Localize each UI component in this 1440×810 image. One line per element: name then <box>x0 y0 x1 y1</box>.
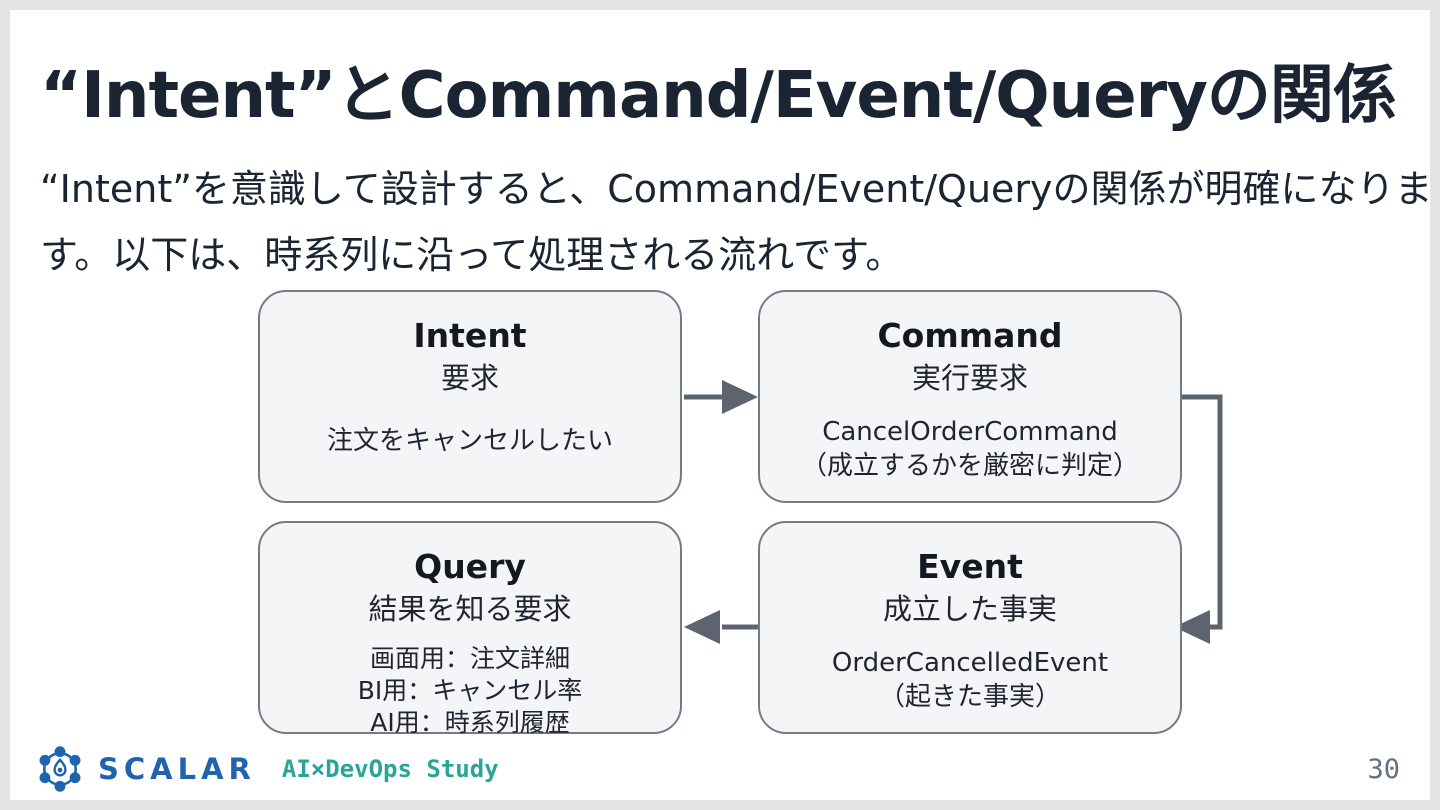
diagram-box-query: Query 結果を知る要求 画面用：注文詳細 BI用：キャンセル率 AI用：時系… <box>258 521 682 737</box>
box-command-detail: CancelOrderCommand （成立するかを厳密に判定） <box>800 417 1139 481</box>
diagram-box-command: Command 実行要求 CancelOrderCommand （成立するかを厳… <box>758 290 1182 503</box>
box-query-subtitle: 結果を知る要求 <box>368 592 572 626</box>
diagram-box-intent: Intent 要求 注文をキャンセルしたい <box>258 290 682 503</box>
slide-body: “Intent”を意識して設計すると、Command/Event/Queryの関… <box>40 156 1433 288</box>
brand-wordmark: SCALAR <box>98 752 256 786</box>
footer: SCALAR AI×DevOps Study <box>34 743 499 795</box>
box-intent-detail: 注文をキャンセルしたい <box>326 426 613 456</box>
scalar-logo-icon <box>39 746 81 792</box>
arrow-command-to-event <box>1182 394 1223 630</box>
arrowhead-left-into-query-icon <box>684 610 720 644</box>
box-event-detail: OrderCancelledEvent （起きた事実） <box>831 648 1109 712</box>
body-line-1: “Intent”を意識して設計すると、Command/Event/Queryの関… <box>40 167 1433 211</box>
page-number: 30 <box>1367 754 1400 785</box>
box-intent-subtitle: 要求 <box>440 361 499 395</box>
box-query-detail: 画面用：注文詳細 BI用：キャンセル率 AI用：時系列履歴 <box>357 644 583 737</box>
box-event-subtitle: 成立した事実 <box>882 592 1057 626</box>
box-command-title: Command <box>877 316 1063 355</box>
event-name-label: AI×DevOps Study <box>281 755 499 783</box>
arrowhead-right-icon <box>722 380 758 414</box>
slide: “Intent”とCommand/Event/Queryの関係 “Intent”… <box>10 10 1433 800</box>
box-intent-title: Intent <box>413 316 527 355</box>
box-command-subtitle: 実行要求 <box>911 361 1028 395</box>
diagram-box-event: Event 成立した事実 OrderCancelledEvent （起きた事実） <box>758 521 1182 734</box>
box-event-title: Event <box>917 547 1023 586</box>
body-line-2: す。以下は、時系列に沿って処理される流れです。 <box>40 233 904 277</box>
slide-title: “Intent”とCommand/Event/Queryの関係 <box>40 59 1397 133</box>
box-query-title: Query <box>414 547 526 586</box>
